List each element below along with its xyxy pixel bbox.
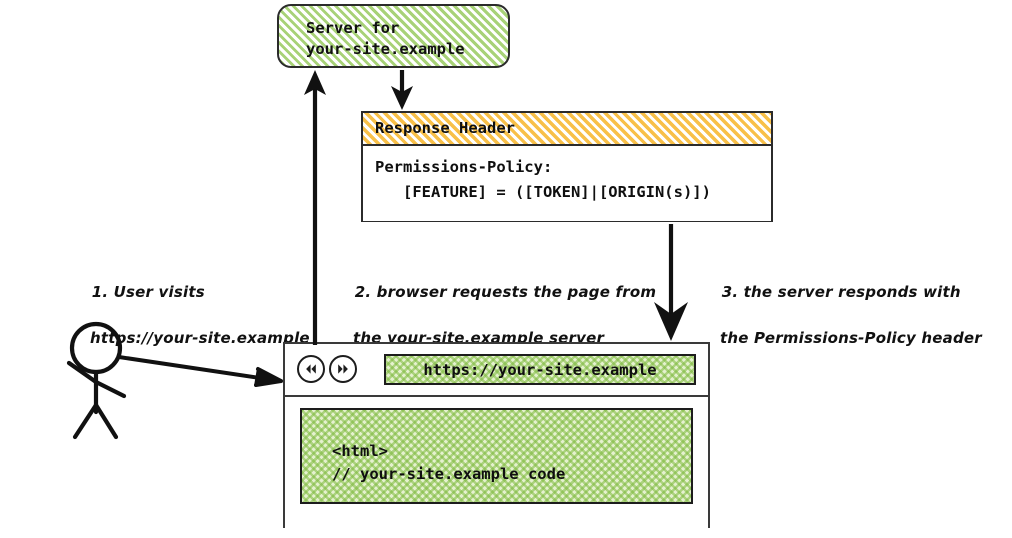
browser-toolbar: https://your-site.example — [285, 344, 708, 397]
caption-step-1: 1. User visits https://your-site.example — [70, 258, 310, 396]
browser-window: https://your-site.example <html> // your… — [283, 342, 710, 528]
url-address-bar[interactable]: https://your-site.example — [384, 354, 696, 385]
caption-step-3: 3. the server responds with the Permissi… — [700, 258, 982, 396]
permissions-policy-key: Permissions-Policy: — [375, 158, 553, 176]
page-code-line-1: <html> — [332, 442, 388, 460]
arrow-response-header-to-browser — [654, 224, 688, 341]
response-header-body: Permissions-Policy: [FEATURE] = ([TOKEN]… — [363, 146, 771, 221]
browser-viewport: <html> // your-site.example code — [285, 397, 708, 528]
caption-step-1-line-1: 1. User visits — [91, 283, 205, 301]
response-header-title: Response Header — [375, 119, 515, 137]
server-box: Server for your-site.example — [277, 4, 510, 68]
response-header-title-bar: Response Header — [363, 113, 771, 146]
server-label-line-1: Server for — [306, 19, 400, 37]
actor-leg-right — [93, 402, 119, 440]
page-code-line-2: // your-site.example code — [332, 465, 566, 483]
fast-forward-icon[interactable] — [329, 355, 357, 383]
actor-leg-left — [72, 402, 99, 440]
arrow-server-to-response-header — [391, 70, 413, 110]
response-header-box: Response Header Permissions-Policy: [FEA… — [361, 111, 773, 222]
page-content-area: <html> // your-site.example code — [300, 408, 693, 504]
caption-step-3-line-2: the Permissions-Policy header — [720, 329, 982, 347]
url-text: https://your-site.example — [423, 360, 657, 379]
caption-step-2-line-1: 2. browser requests the page from — [354, 283, 657, 301]
permissions-policy-value: [FEATURE] = ([TOKEN]|[ORIGIN(s)]) — [375, 183, 711, 201]
caption-step-1-line-2: https://your-site.example — [90, 329, 310, 347]
server-label-line-2: your-site.example — [306, 40, 465, 58]
rewind-icon[interactable] — [297, 355, 325, 383]
caption-step-3-line-1: 3. the server responds with — [721, 283, 961, 301]
